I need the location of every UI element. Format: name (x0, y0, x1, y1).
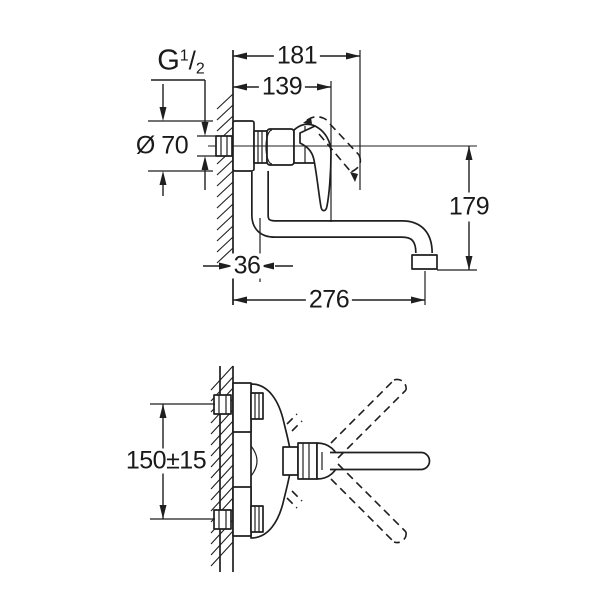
swing-arrow-icon (350, 172, 358, 182)
spout-swivel-nut (297, 442, 318, 480)
dim-label-276: 276 (305, 287, 353, 313)
faucet-top-view (213, 382, 431, 539)
union-nut (253, 130, 268, 164)
dim-label-179: 179 (445, 192, 493, 222)
union-top (250, 392, 264, 420)
flange-top (232, 382, 252, 433)
thread-base: G (157, 44, 180, 77)
lever-handle (299, 125, 332, 212)
spout-side-view (251, 171, 438, 270)
inlet-nut-side-view (215, 135, 233, 157)
dim-label-139: 139 (258, 74, 306, 100)
hex-nut-bottom (213, 509, 232, 530)
dim-label-thread-g-half: G1/2 (154, 44, 208, 78)
dim-label-181: 181 (273, 43, 321, 69)
spout-swivel-dashed (286, 378, 407, 544)
faucet-side-view (232, 120, 332, 212)
dim-150 (150, 403, 215, 520)
wall-hatch-top (216, 93, 234, 264)
dim-70 (148, 84, 213, 196)
hex-nut-top (213, 394, 232, 415)
dim-label-diameter-70: Ø 70 (132, 133, 192, 159)
dim-label-150: 150±15 (122, 448, 210, 474)
thread-denominator: 2 (195, 60, 205, 78)
thread-numerator: 1 (179, 47, 189, 65)
union-bottom (250, 505, 264, 533)
spout-hub-step (282, 446, 299, 476)
rotation-arrow-icon (303, 117, 312, 124)
dim-label-36: 36 (230, 253, 264, 279)
thread-slash: / (188, 45, 196, 76)
cartridge-housing (266, 128, 295, 166)
spout-tube-top-view (330, 451, 431, 471)
aerator (411, 254, 438, 270)
flange-bottom (232, 486, 252, 537)
dim-thread (151, 79, 216, 190)
